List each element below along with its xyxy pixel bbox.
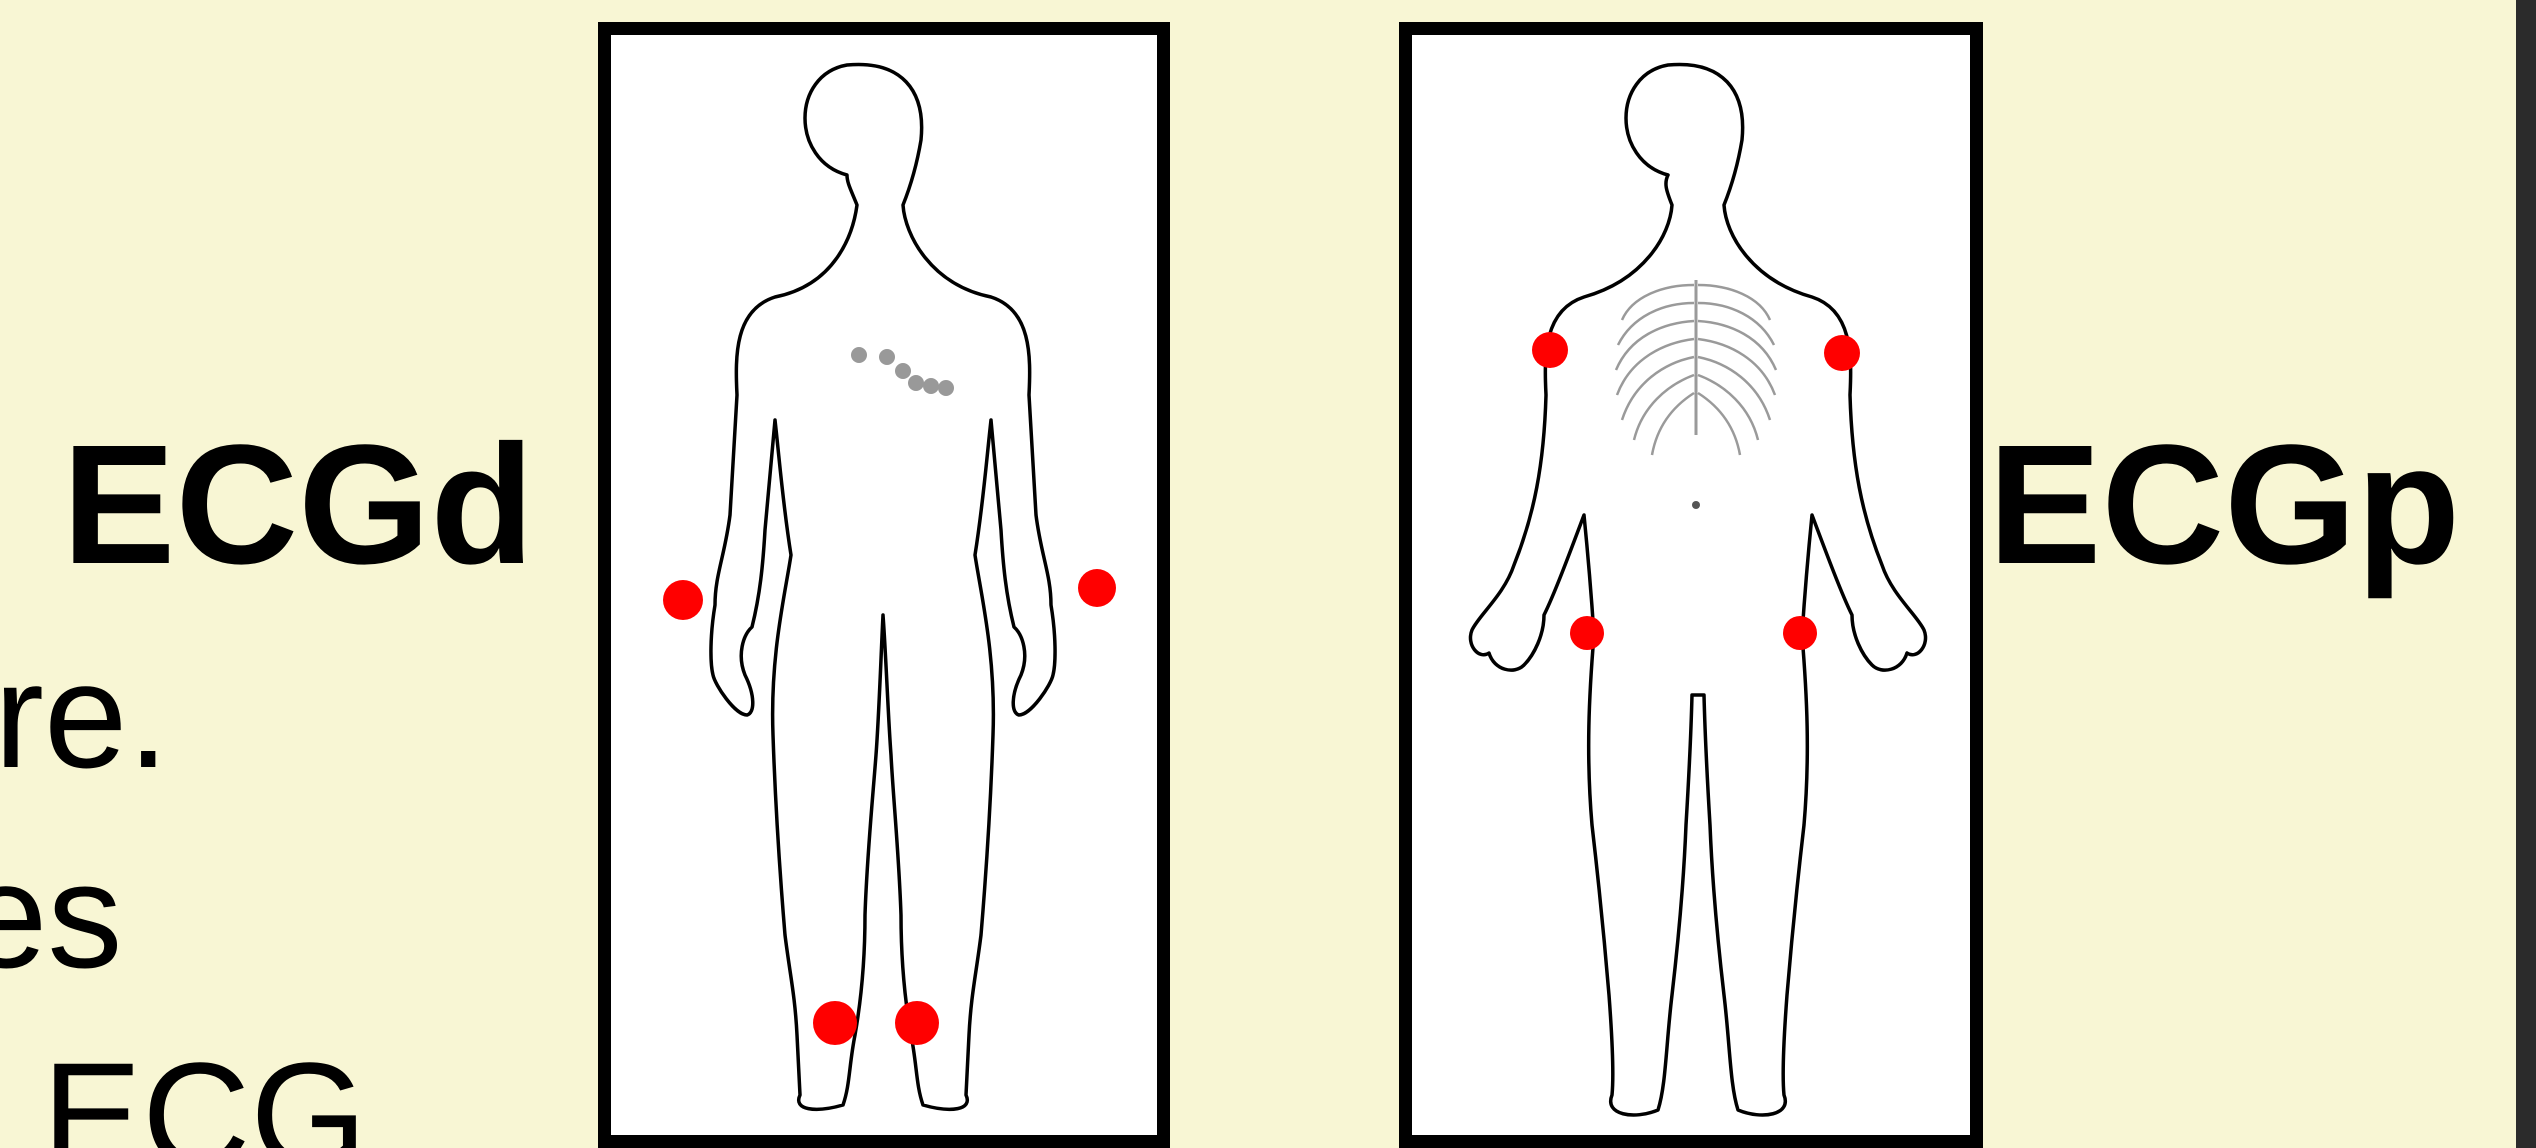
text-fragment: re.: [0, 640, 169, 790]
electrode-left-ankle: [895, 1001, 939, 1045]
limb-electrodes: [663, 569, 1116, 1045]
chest-lead-v5: [923, 378, 939, 394]
body-outline-proximal: [1412, 35, 1970, 1135]
body-outline-distal: [611, 35, 1157, 1135]
chest-lead-v3: [895, 363, 911, 379]
electrode-right-shoulder: [1532, 332, 1568, 368]
electrode-right-ankle: [813, 1001, 857, 1045]
text-fragment: ECG: [42, 1040, 367, 1148]
ribcage-icon: [1616, 280, 1776, 455]
chest-lead-v2: [879, 349, 895, 365]
ecgp-label: ECGp: [1988, 420, 2460, 590]
electrode-left-hip: [1783, 616, 1817, 650]
electrode-right-hip: [1570, 616, 1604, 650]
chest-lead-v4: [908, 375, 924, 391]
chest-lead-v1: [851, 347, 867, 363]
distal-electrode-figure: [598, 22, 1170, 1148]
ecgd-label: ECGd: [62, 420, 534, 590]
body-outline: [711, 64, 1055, 1109]
body-outline: [1470, 64, 1925, 1115]
proximal-electrode-figure: [1399, 22, 1983, 1148]
slide-edge: [2516, 0, 2536, 1148]
navel: [1692, 501, 1700, 509]
electrode-right-wrist: [663, 580, 703, 620]
electrode-left-shoulder: [1824, 335, 1860, 371]
chest-lead-electrodes: [851, 347, 954, 396]
chest-lead-v6: [938, 380, 954, 396]
text-fragment: es: [0, 840, 122, 990]
electrode-left-wrist: [1078, 569, 1116, 607]
